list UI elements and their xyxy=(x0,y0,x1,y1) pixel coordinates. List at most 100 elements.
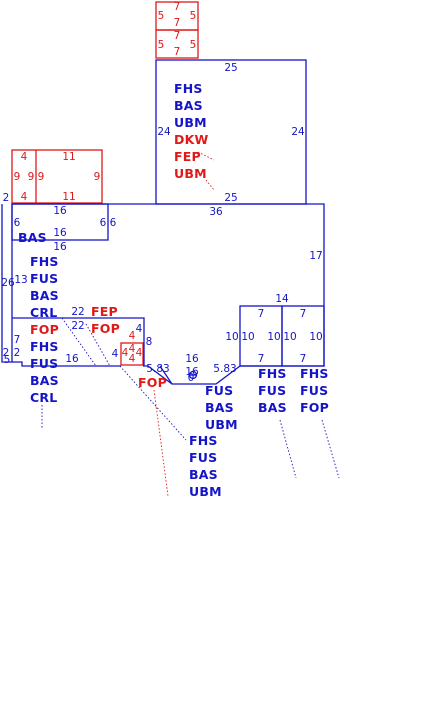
room-a-left: 10 xyxy=(225,331,238,343)
area-label-upper-room-5: UBM xyxy=(174,166,207,181)
step-mid: 7 xyxy=(14,334,21,346)
leader-fep xyxy=(197,151,215,161)
top-box-2-left: 5 xyxy=(158,39,165,51)
area-label-room-b-1: FUS xyxy=(300,383,328,398)
tiny-box-mid: 4 xyxy=(129,343,136,355)
leader-fep-fop-a xyxy=(61,317,97,367)
leader-ubm xyxy=(205,179,215,191)
top-box-1-mid: 7 xyxy=(174,17,181,29)
small-four: 4 xyxy=(136,323,143,335)
area-label-upper-room-1: BAS xyxy=(174,98,203,113)
small-four-left: 4 xyxy=(112,348,119,360)
porch-left-outer: 9 xyxy=(14,171,21,183)
main-right: 17 xyxy=(309,250,322,262)
leader-fop-callout xyxy=(153,389,169,497)
area-label-room-a-0: FHS xyxy=(258,366,287,381)
area-label-upper-room-4: FEP xyxy=(174,149,201,164)
wall-b: 22 xyxy=(71,320,84,332)
porch-bottom-left: 4 xyxy=(21,191,28,203)
porch-left-inner: 9 xyxy=(28,171,35,183)
step-edge: 5 xyxy=(4,354,11,366)
area-label-upper-room-2: UBM xyxy=(174,115,207,130)
room-a-inner-left: 10 xyxy=(241,331,254,343)
room-b-bottom: 7 xyxy=(300,353,307,365)
area-label-main-left-3: CRL xyxy=(30,305,57,320)
area-label-upper-room-3: DKW xyxy=(174,132,208,147)
rooms-top: 14 xyxy=(275,293,289,305)
top-box-1-right: 5 xyxy=(190,10,197,22)
area-label-lower-stack-0: FHS xyxy=(189,433,218,448)
area-code-labels: FHS BAS UBM DKW FEP UBM BAS FHS FUS BAS CRL FOP FHS F… xyxy=(18,81,329,499)
bay-zero: 0 xyxy=(188,372,195,384)
area-label-lower-stack-2: BAS xyxy=(189,467,218,482)
main-left-inner: 13 xyxy=(14,274,27,286)
room-a-right: 10 xyxy=(267,331,280,343)
area-label-main-left-4: FOP xyxy=(30,322,59,337)
area-label-main-left-2: BAS xyxy=(30,288,59,303)
upper-room-bottom: 25 xyxy=(224,192,237,204)
area-label-bay-stack-0: FUS xyxy=(205,383,233,398)
tiny-box xyxy=(120,342,144,366)
step-top: 2 xyxy=(3,347,10,359)
room-b-outline xyxy=(281,305,325,367)
bay-marker xyxy=(188,370,198,380)
top-box-2-right: 5 xyxy=(190,39,197,51)
area-label-main-left-8: CRL xyxy=(30,390,57,405)
porch-right: 9 xyxy=(94,171,101,183)
blue-outline-group xyxy=(1,59,325,385)
lower-wall-outline xyxy=(12,317,145,366)
area-label-upper-room-0: FHS xyxy=(174,81,203,96)
upper-room-top: 25 xyxy=(224,62,237,74)
top-box-1-top: 7 xyxy=(174,1,181,13)
tiny-box-right: 4 xyxy=(136,347,143,359)
area-label-main-left-7: BAS xyxy=(30,373,59,388)
side-eight: 8 xyxy=(146,336,153,348)
room-b-top: 7 xyxy=(300,308,307,320)
area-label-mid-red-0: FEP xyxy=(91,304,118,319)
upper-room-right: 24 xyxy=(291,126,305,138)
porch-inner-left: 9 xyxy=(38,171,45,183)
red-dimensions: 5 7 7 5 5 7 7 5 4 11 9 9 9 9 4 11 4 4 4 … xyxy=(14,1,197,365)
ledge-bottom: 16 xyxy=(53,227,67,239)
tiny-box-bottom: 4 xyxy=(129,353,136,365)
top-box-2-mid: 7 xyxy=(174,46,181,58)
leader-lines xyxy=(41,151,340,497)
bay-left: 5.83 xyxy=(146,363,169,375)
tiny-box-left: 4 xyxy=(122,347,129,359)
area-label-bay-stack-2: UBM xyxy=(205,417,238,432)
red-outline-group xyxy=(11,1,199,366)
under-ledge: 16 xyxy=(53,241,67,253)
area-label-room-a-2: BAS xyxy=(258,400,287,415)
leader-lower-stack xyxy=(119,365,187,441)
ledge-right-outer: 6 xyxy=(110,217,117,229)
top-box-2 xyxy=(155,29,199,59)
bay-mid: 16 xyxy=(185,366,199,378)
upper-room-left: 24 xyxy=(157,126,171,138)
bay-bottom: 16 xyxy=(185,353,199,365)
main-top: 36 xyxy=(209,206,223,218)
top-box-2-top: 7 xyxy=(174,30,181,42)
top-box-1-left: 5 xyxy=(158,10,165,22)
porch-top-left: 4 xyxy=(21,151,28,163)
room-b-right: 10 xyxy=(309,331,322,343)
ledge-right: 6 xyxy=(100,217,107,229)
area-label-room-a-1: FUS xyxy=(258,383,286,398)
left-strip-outline xyxy=(1,204,13,363)
ledge-top: 16 xyxy=(53,205,67,217)
bay-right: 5.83 xyxy=(213,363,236,375)
step-bottom: 2 xyxy=(14,347,21,359)
area-label-lower-stack-3: UBM xyxy=(189,484,222,499)
ledge-left: 6 xyxy=(14,217,21,229)
area-label-ledge-0: BAS xyxy=(18,230,47,245)
wall-a: 22 xyxy=(71,306,84,318)
area-label-mid-red-1: FOP xyxy=(91,321,120,336)
area-label-bay-stack-1: BAS xyxy=(205,400,234,415)
porch-bottom-right: 11 xyxy=(62,191,75,203)
porch-top-right: 11 xyxy=(62,151,75,163)
lower-bottom: 16 xyxy=(65,353,79,365)
blue-dimensions: 25 24 24 25 2 36 17 26 13 16 6 6 6 16 16… xyxy=(1,62,322,384)
left-porch xyxy=(11,149,103,204)
main-left: 26 xyxy=(1,277,15,289)
area-label-main-left-1: FUS xyxy=(30,271,58,286)
